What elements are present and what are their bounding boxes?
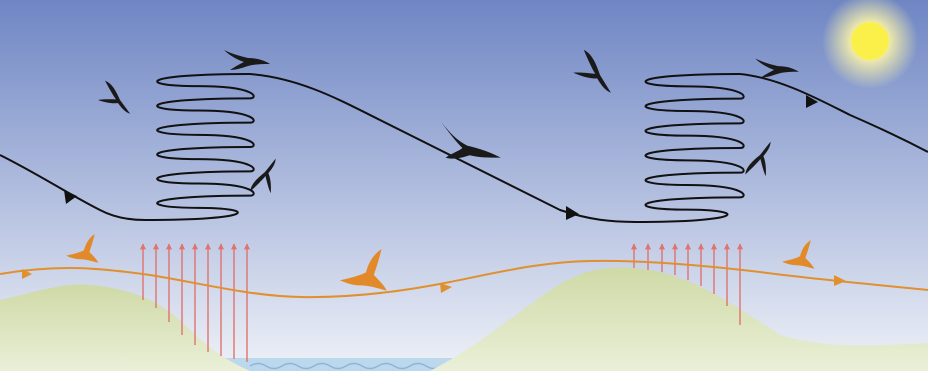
figure	[0, 0, 928, 371]
soaring-diagram	[0, 0, 928, 371]
